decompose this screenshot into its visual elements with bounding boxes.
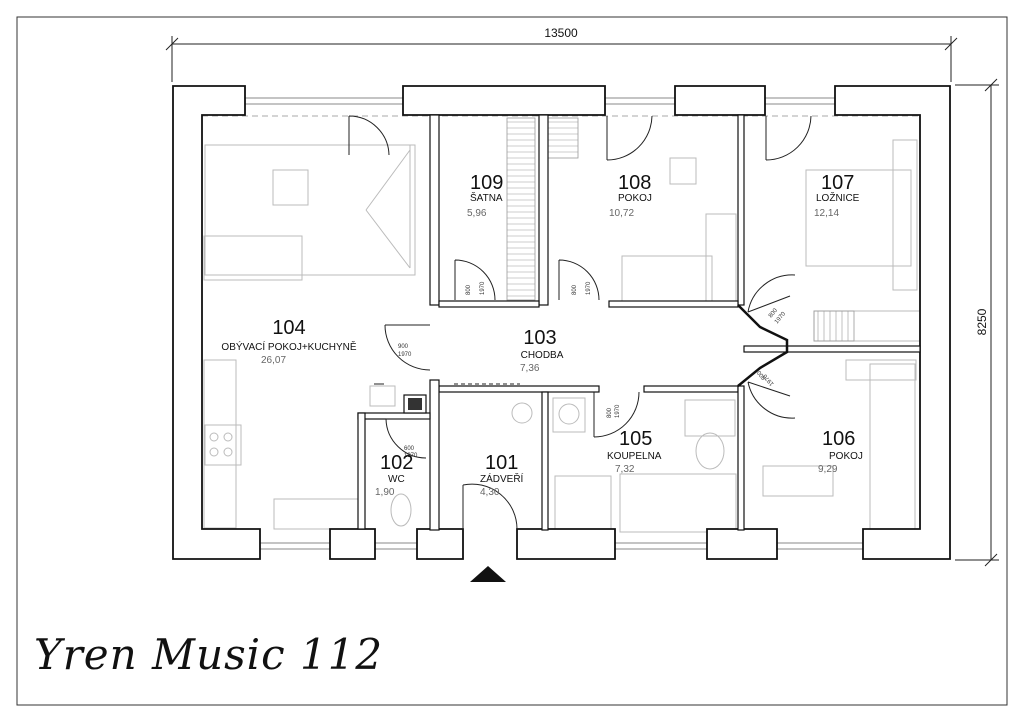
room-number: 103 [523,327,556,349]
room-103: 103 CHODBA 7,36 [520,327,564,374]
room-name: POKOJ [618,193,652,204]
room-area: 4,30 [480,487,500,498]
room-109: 109 ŠATNA 5,96 [467,172,503,219]
door-101 [462,483,518,530]
doors [348,115,812,530]
room-area: 9,29 [818,464,838,475]
room-104: 104 OBÝVACÍ POKOJ+KUCHYNĚ 26,07 [221,317,356,366]
room-number: 104 [272,317,305,339]
room-105: 105 KOUPELNA 7,32 [607,428,662,475]
room-106: 106 POKOJ 9,29 [818,428,863,475]
room-name: KOUPELNA [607,451,662,462]
room-area: 7,32 [615,464,635,475]
dimension-height [955,78,999,567]
dimension-width [165,36,958,82]
door-109-width: 800 [466,284,472,295]
room-area: 1,90 [375,487,395,498]
windows [202,97,940,550]
door-107 [747,274,796,313]
door-105-height: 1970 [615,404,621,418]
room-108: 108 POKOJ 10,72 [609,172,652,219]
room-name: ŠATNA [470,191,503,204]
door-102-width: 600 [404,446,415,452]
furniture [203,139,923,533]
door-109-height: 1970 [480,281,486,295]
room-107: 107 LOŽNICE 12,14 [814,172,860,219]
room-name: OBÝVACÍ POKOJ+KUCHYNĚ [221,340,356,353]
door-size-labels: 800 1970 800 1970 900 1970 800 1970 800 … [398,281,788,459]
room-102: 102 WC 1,90 [375,452,413,498]
entrance-arrow-icon [470,566,506,582]
door-109 [454,259,496,301]
room-area: 5,96 [467,208,487,219]
room-name: CHODBA [521,350,564,361]
room-area: 10,72 [609,208,634,219]
room-area: 26,07 [261,355,286,366]
door-105-width: 800 [607,407,613,418]
room-number: 107 [821,172,854,194]
door-104-height: 1970 [398,352,412,358]
room-area: 12,14 [814,208,839,219]
room-number: 109 [470,172,503,194]
door-108 [558,259,600,301]
door-108-width: 800 [572,284,578,295]
room-name: WC [388,474,405,485]
door-108-window [606,115,653,161]
door-102 [385,418,430,459]
door-entry-104 [348,115,390,156]
room-number: 106 [822,428,855,450]
door-105 [593,391,640,438]
room-number: 101 [485,452,518,474]
plan-title: Yren Music 112 [34,630,384,679]
door-108-height: 1970 [586,281,592,295]
room-name: LOŽNICE [816,191,860,204]
dimension-width-label: 13500 [544,26,578,40]
shelving-hatch [507,121,849,341]
room-number: 105 [619,428,652,450]
corridor-end-wall [737,304,789,387]
door-106-width: 800 [756,369,767,381]
door-104 [384,324,431,371]
door-102-height: 1970 [404,453,418,459]
room-number: 102 [380,452,413,474]
dimension-height-label: 8250 [975,308,989,335]
room-name: POKOJ [829,451,863,462]
room-name: ZÁDVEŘÍ [480,472,524,485]
room-101: 101 ZÁDVEŘÍ 4,30 [480,452,524,498]
chimney-vent [408,398,422,410]
room-area: 7,36 [520,363,540,374]
room-number: 108 [618,172,651,194]
outer-walls [172,85,951,560]
door-107-window [765,115,812,161]
sheet-border [16,16,1008,706]
door-107-width: 800 [768,307,779,319]
door-106 [747,381,796,419]
door-104-width: 900 [398,344,409,350]
